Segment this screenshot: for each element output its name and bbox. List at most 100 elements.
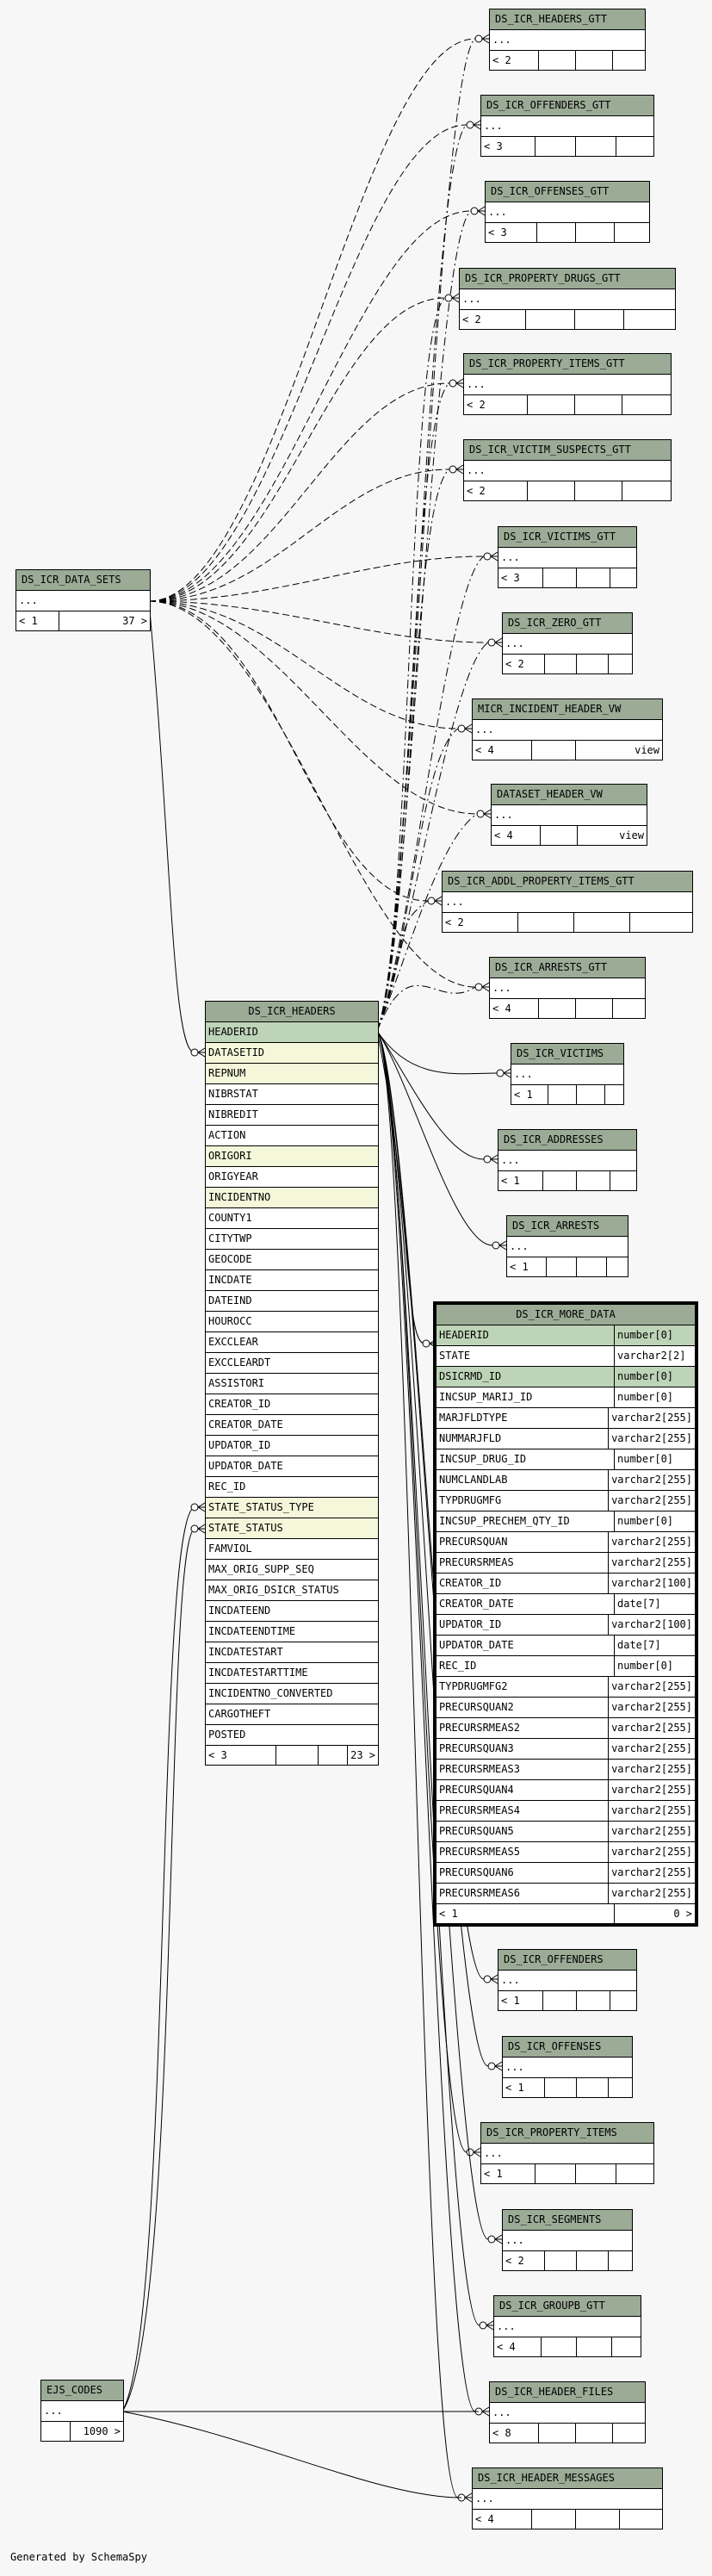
parents-link[interactable]: < 3 <box>498 568 543 587</box>
children-link[interactable] <box>616 2164 653 2183</box>
table-title[interactable]: DS_ICR_DATA_SETS <box>16 570 150 591</box>
table-title[interactable]: DS_ICR_ARRESTS <box>507 1216 628 1237</box>
column-row[interactable]: CARGOTHEFT <box>206 1704 378 1725</box>
column-row[interactable]: ACTION <box>206 1126 378 1146</box>
children-link[interactable] <box>609 655 632 673</box>
children-link[interactable] <box>624 310 675 329</box>
column-row[interactable]: POSTED <box>206 1725 378 1746</box>
column-row[interactable]: INCDATESTART <box>206 1642 378 1663</box>
column-row[interactable]: DATEIND <box>206 1291 378 1312</box>
table-title[interactable]: DS_ICR_VICTIMS_GTT <box>498 527 636 548</box>
children-link[interactable] <box>616 137 653 156</box>
column-row[interactable]: ORIGORI <box>206 1146 378 1167</box>
table-title[interactable]: DS_ICR_HEADER_FILES <box>490 2382 645 2403</box>
children-link[interactable] <box>622 481 671 500</box>
column-row[interactable]: HEADERID <box>206 1022 378 1043</box>
parents-link[interactable]: < 1 <box>436 1904 615 1923</box>
parents-link[interactable]: < 4 <box>492 826 541 845</box>
ds-icr-offenders-gtt-table[interactable]: DS_ICR_OFFENDERS_GTT...< 3 <box>480 95 654 157</box>
column-row[interactable]: ASSISTORI <box>206 1374 378 1394</box>
column-row[interactable]: INCDATESTARTTIME <box>206 1663 378 1684</box>
ds-icr-victims-table[interactable]: DS_ICR_VICTIMS...< 1 <box>511 1043 624 1105</box>
column-row[interactable]: INCIDENTNO <box>206 1188 378 1208</box>
parents-link[interactable]: < 2 <box>443 913 518 932</box>
children-link[interactable] <box>609 2078 632 2097</box>
ds-icr-arrests-gtt-table[interactable]: DS_ICR_ARRESTS_GTT...< 4 <box>489 957 646 1019</box>
column-row[interactable]: REC_ID <box>206 1477 378 1498</box>
parents-link[interactable]: < 1 <box>481 2164 536 2183</box>
children-link[interactable]: view <box>619 829 644 841</box>
parents-link[interactable] <box>41 2422 71 2441</box>
table-title[interactable]: DS_ICR_HEADERS_GTT <box>490 9 645 30</box>
table-title[interactable]: DS_ICR_OFFENDERS_GTT <box>481 96 653 116</box>
table-title[interactable]: MICR_INCIDENT_HEADER_VW <box>473 699 662 720</box>
children-link[interactable]: view <box>635 744 659 756</box>
table-title[interactable]: DS_ICR_VICTIM_SUSPECTS_GTT <box>464 440 671 461</box>
table-title[interactable]: DS_ICR_OFFENSES <box>503 2037 632 2058</box>
children-link[interactable] <box>610 568 636 587</box>
children-link[interactable] <box>615 223 649 242</box>
parents-link[interactable]: < 4 <box>473 741 532 760</box>
table-title[interactable]: DS_ICR_PROPERTY_ITEMS <box>481 2123 653 2144</box>
ds-icr-property-drugs-gtt-table[interactable]: DS_ICR_PROPERTY_DRUGS_GTT...< 2 <box>459 268 676 330</box>
column-row[interactable]: UPDATOR_DATE <box>206 1456 378 1477</box>
parents-link[interactable]: < 2 <box>464 481 528 500</box>
table-title[interactable]: DS_ICR_OFFENDERS <box>498 1950 636 1971</box>
table-title[interactable]: EJS_CODES <box>41 2380 123 2401</box>
parents-link[interactable]: < 1 <box>16 611 59 630</box>
parents-link[interactable]: < 4 <box>494 2337 542 2356</box>
children-link[interactable] <box>607 1257 628 1276</box>
parents-link[interactable]: < 1 <box>498 1171 543 1190</box>
column-row[interactable]: INCDATEEND <box>206 1601 378 1622</box>
column-row[interactable]: COUNTY1 <box>206 1208 378 1229</box>
column-row[interactable]: MAX_ORIG_SUPP_SEQ <box>206 1560 378 1580</box>
column-row[interactable]: STATE_STATUS_TYPE <box>206 1498 378 1518</box>
table-title[interactable]: DS_ICR_ZERO_GTT <box>503 613 632 634</box>
column-row[interactable]: EXCCLEAR <box>206 1332 378 1353</box>
parents-link[interactable]: < 3 <box>481 137 536 156</box>
column-row[interactable]: INCDATE <box>206 1270 378 1291</box>
ds-icr-header-messages-table[interactable]: DS_ICR_HEADER_MESSAGES...< 4 <box>472 2467 663 2529</box>
parents-link[interactable]: < 1 <box>511 1085 548 1104</box>
column-row[interactable]: UPDATOR_ID <box>206 1436 378 1456</box>
table-title[interactable]: DS_ICR_HEADERS <box>206 1002 378 1022</box>
table-title[interactable]: DS_ICR_VICTIMS <box>511 1044 623 1065</box>
table-title[interactable]: DS_ICR_ADDL_PROPERTY_ITEMS_GTT <box>443 872 692 892</box>
column-row[interactable]: REPNUM <box>206 1064 378 1084</box>
parents-link[interactable]: < 1 <box>498 1991 543 2010</box>
parents-link[interactable]: < 2 <box>464 395 528 414</box>
ds-icr-victims-gtt-table[interactable]: DS_ICR_VICTIMS_GTT...< 3 <box>498 526 637 588</box>
column-row[interactable]: NIBRSTAT <box>206 1084 378 1105</box>
table-title[interactable]: DS_ICR_SEGMENTS <box>503 2210 632 2231</box>
column-row[interactable]: CREATOR_ID <box>206 1394 378 1415</box>
column-row[interactable]: NIBREDIT <box>206 1105 378 1126</box>
parents-link[interactable]: < 1 <box>503 2078 545 2097</box>
ds-icr-header-files-table[interactable]: DS_ICR_HEADER_FILES...< 8 <box>489 2381 646 2443</box>
children-link[interactable]: 0 > <box>673 1908 692 1920</box>
column-row[interactable]: DATASETID <box>206 1043 378 1064</box>
column-row[interactable]: EXCCLEARDT <box>206 1353 378 1374</box>
ds-icr-headers-gtt-table[interactable]: DS_ICR_HEADERS_GTT...< 2 <box>489 9 646 71</box>
table-title[interactable]: DS_ICR_OFFENSES_GTT <box>486 182 649 202</box>
ds-icr-property-items-table[interactable]: DS_ICR_PROPERTY_ITEMS...< 1 <box>480 2122 654 2184</box>
children-link[interactable] <box>613 2424 645 2443</box>
ds-icr-segments-table[interactable]: DS_ICR_SEGMENTS...< 2 <box>502 2209 633 2271</box>
